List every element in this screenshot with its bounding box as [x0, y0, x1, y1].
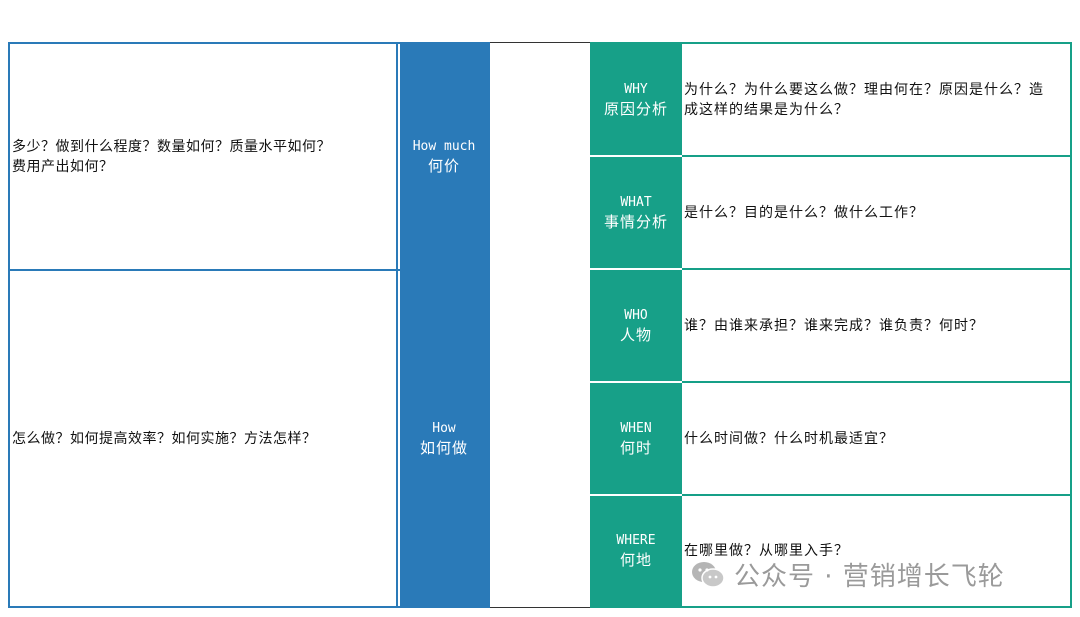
right-box-gap-4 — [590, 494, 682, 496]
how-label-cn: 如何做 — [419, 438, 468, 457]
how-much-description: 多少？做到什么程度？数量如何？质量水平如何？ 费用产出如何？ — [10, 44, 398, 269]
how-much-label-en: How much — [412, 138, 476, 154]
row-how: 怎么做？如何提高效率？如何实施？方法怎样？ How 如何做 — [10, 271, 488, 606]
why-label-en: WHY — [624, 81, 648, 97]
left-divider — [10, 269, 488, 271]
right-panel: WHY 原因分析 为什么？为什么要这么做？理由何在？原因是什么？造成这样的结果是… — [590, 42, 1072, 608]
why-label-cn: 原因分析 — [603, 99, 668, 118]
row-what: WHAT 事情分析 是什么？目的是什么？做什么工作？ — [590, 157, 1070, 268]
right-box-gap-3 — [590, 381, 682, 383]
how-much-box: How much 何价 — [400, 44, 488, 269]
wechat-icon — [692, 561, 725, 588]
who-text: 谁？由谁来承担？谁来完成？谁负责？何时？ — [684, 317, 984, 334]
who-description: 谁？由谁来承担？谁来完成？谁负责？何时？ — [684, 270, 1070, 381]
how-much-text: 多少？做到什么程度？数量如何？质量水平如何？ 费用产出如何？ — [12, 138, 331, 175]
who-box: WHO 人物 — [590, 270, 682, 381]
row-where: WHERE 何地 在哪里做？从哪里入手？ — [590, 496, 1070, 606]
how-box: How 如何做 — [400, 271, 488, 606]
where-label-en: WHERE — [616, 533, 656, 548]
what-box: WHAT 事情分析 — [590, 157, 682, 268]
row-why: WHY 原因分析 为什么？为什么要这么做？理由何在？原因是什么？造成这样的结果是… — [590, 44, 1070, 155]
when-label-cn: 何时 — [619, 438, 652, 457]
right-divider-4 — [682, 494, 1070, 496]
where-text: 在哪里做？从哪里入手？ — [684, 543, 849, 559]
what-label-cn: 事情分析 — [603, 212, 668, 231]
who-label-en: WHO — [624, 307, 648, 323]
what-description: 是什么？目的是什么？做什么工作？ — [684, 157, 1070, 268]
why-description: 为什么？为什么要这么做？理由何在？原因是什么？造成这样的结果是为什么？ — [684, 44, 1070, 155]
what-label-en: WHAT — [620, 194, 652, 210]
watermark: 公众号 · 营销增长飞轮 — [690, 556, 1005, 593]
when-description: 什么时间做？什么时机最适宜？ — [684, 383, 1070, 494]
how-text: 怎么做？如何提高效率？如何实施？方法怎样？ — [12, 430, 317, 447]
what-text: 是什么？目的是什么？做什么工作？ — [684, 204, 924, 221]
row-who: WHO 人物 谁？由谁来承担？谁来完成？谁负责？何时？ — [590, 270, 1070, 381]
when-text: 什么时间做？什么时机最适宜？ — [684, 430, 894, 447]
when-label-en: WHEN — [620, 420, 652, 436]
how-description: 怎么做？如何提高效率？如何实施？方法怎样？ — [10, 271, 398, 606]
who-label-cn: 人物 — [619, 325, 652, 344]
right-divider-2 — [682, 268, 1070, 270]
right-box-gap-2 — [590, 268, 682, 270]
where-box: WHERE 何地 — [590, 496, 682, 606]
why-box: WHY 原因分析 — [590, 44, 682, 155]
left-panel: 多少？做到什么程度？数量如何？质量水平如何？ 费用产出如何？ How much … — [8, 42, 490, 608]
why-text: 为什么？为什么要这么做？理由何在？原因是什么？造成这样的结果是为什么？ — [684, 81, 1044, 118]
where-description: 在哪里做？从哪里入手？ — [684, 496, 1070, 606]
when-box: WHEN 何时 — [590, 383, 682, 494]
row-how-much: 多少？做到什么程度？数量如何？质量水平如何？ 费用产出如何？ How much … — [10, 44, 488, 269]
how-label-en: How — [432, 420, 456, 436]
right-divider-3 — [682, 381, 1070, 383]
center-spacer — [490, 42, 590, 608]
watermark-text: 公众号 · 营销增长飞轮 — [734, 562, 1005, 592]
how-much-label-cn: 何价 — [427, 156, 460, 175]
right-divider-1 — [682, 155, 1070, 157]
row-when: WHEN 何时 什么时间做？什么时机最适宜？ — [590, 383, 1070, 494]
where-label-cn: 何地 — [619, 551, 652, 569]
right-box-gap-1 — [590, 155, 682, 157]
